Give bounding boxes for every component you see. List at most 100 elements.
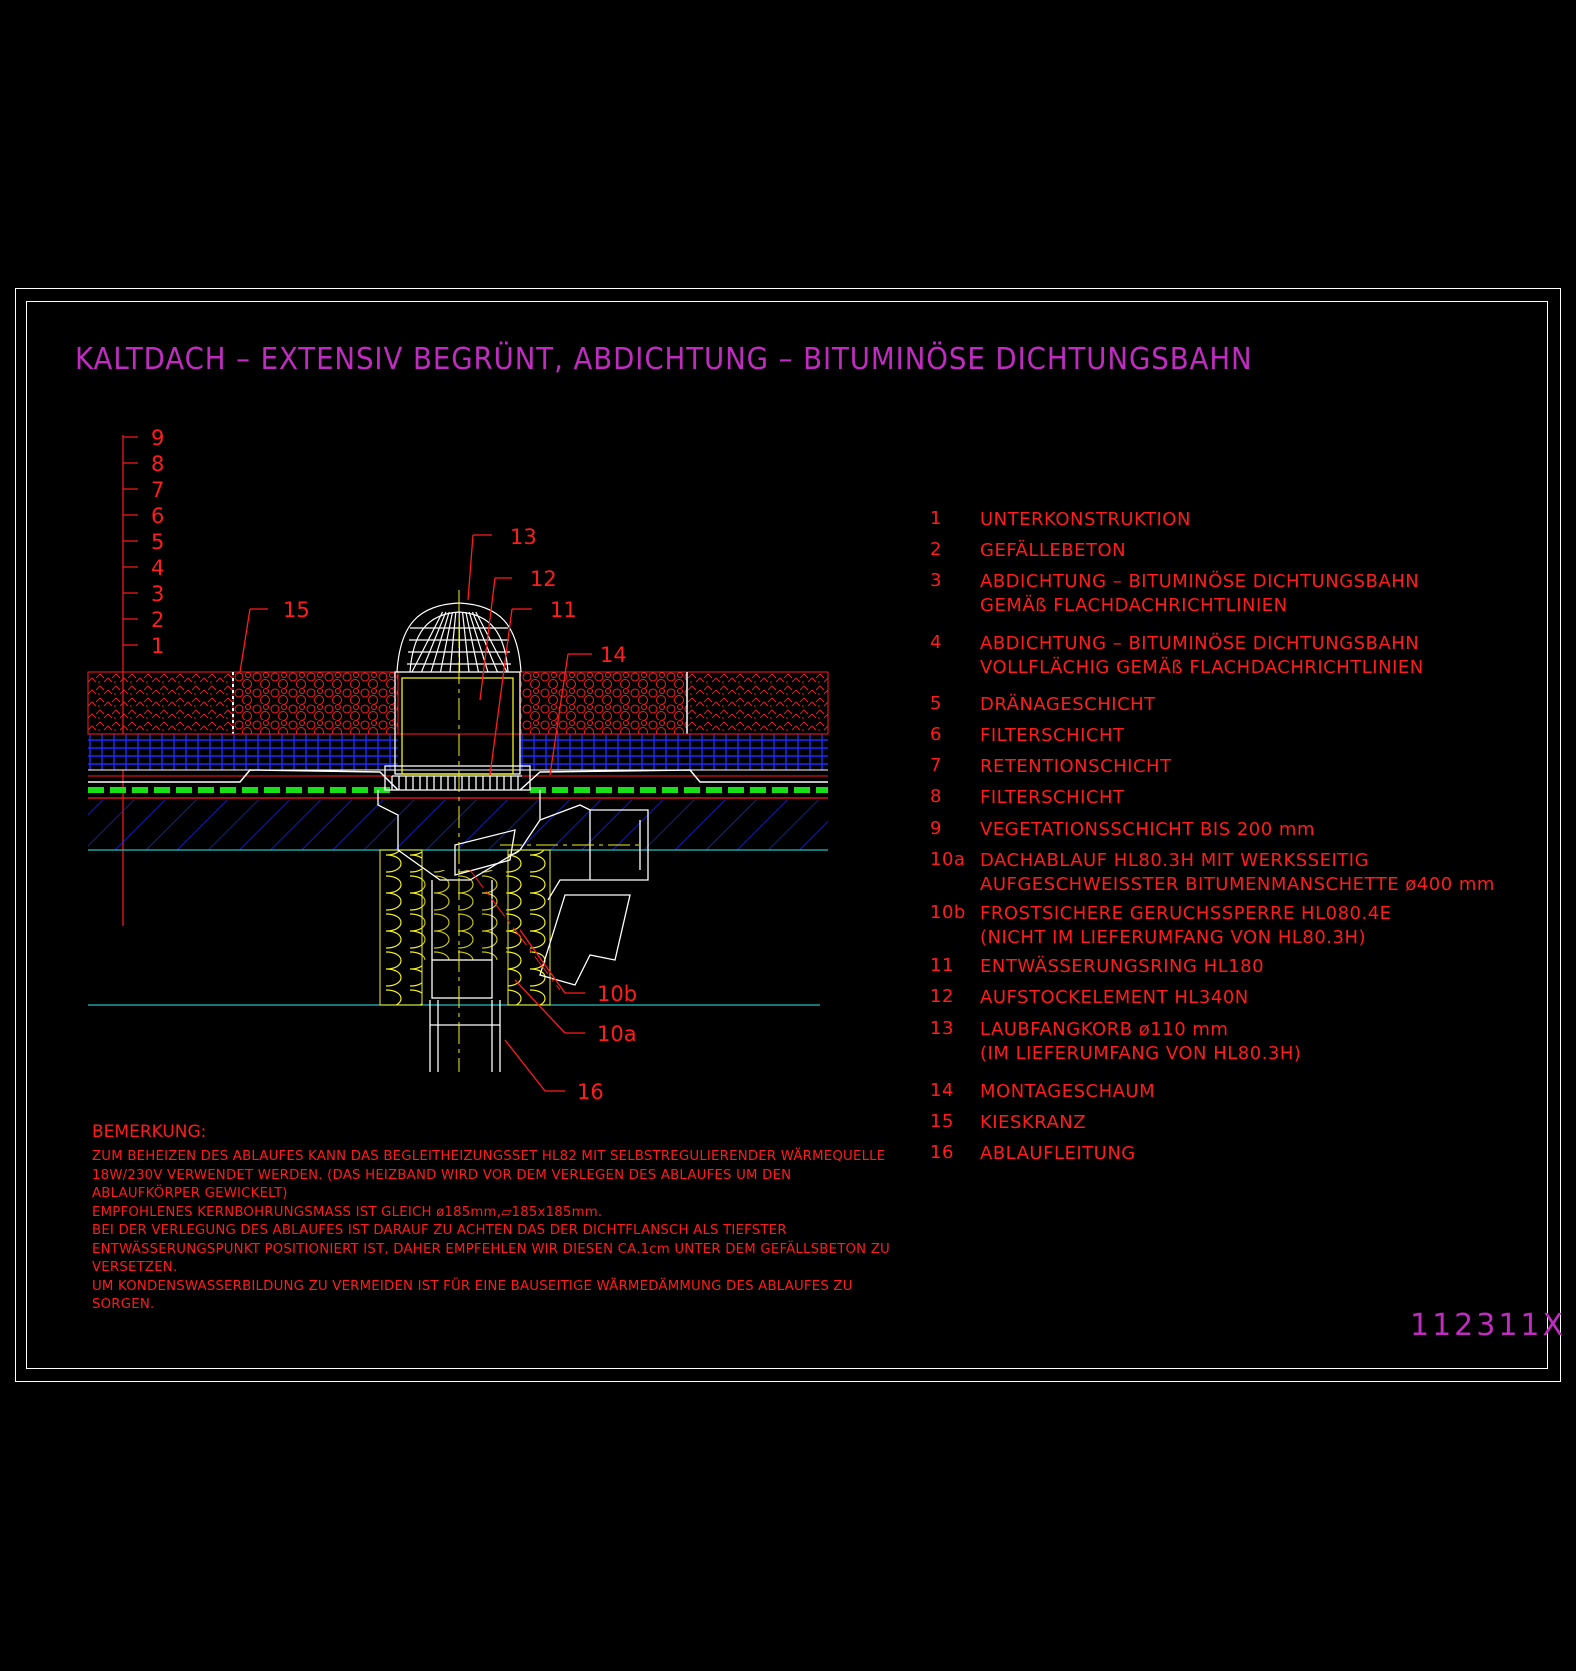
- legend-line: FILTERSCHICHT: [980, 787, 1125, 808]
- remark-line: ZUM BEHEIZEN DES ABLAUFES KANN DAS BEGLE…: [92, 1149, 886, 1164]
- legend-number: 8: [930, 786, 942, 807]
- legend-line: MONTAGESCHAUM: [980, 1081, 1156, 1102]
- leaf-guard-rib: [465, 611, 480, 673]
- leaf-guard-rib: [430, 611, 450, 673]
- vegetation-layer-right: [686, 671, 829, 735]
- remark-line: EMPFOHLENES KERNBOHRUNGSMASS IST GLEICH …: [92, 1204, 603, 1220]
- legend-number: 2: [930, 539, 942, 560]
- remark-line: 18W/230V VERWENDET WERDEN. (DAS HEIZBAND…: [92, 1167, 792, 1183]
- remark-line: ABLAUFKÖRPER GEWICKELT): [92, 1186, 288, 1201]
- legend-line: RETENTIONSCHICHT: [980, 756, 1172, 777]
- callouts: 13 12 11 15 14 10b 10a 16: [283, 525, 637, 1104]
- callout-leaders: [239, 534, 592, 1092]
- drawing-frame-outer: [15, 288, 1561, 1382]
- callout-16: 16: [577, 1080, 604, 1104]
- remark-line: BEI DER VERLEGUNG DES ABLAUFES IST DARAU…: [92, 1223, 787, 1238]
- leaf-guard-rib: [471, 611, 499, 673]
- legend-number: 13: [930, 1018, 954, 1039]
- layer-scale-label: 1: [151, 634, 164, 658]
- callout-10b: 10b: [597, 982, 637, 1006]
- legend-line: DACHABLAUF HL80.3H MIT WERKSSEITIG: [980, 850, 1370, 871]
- layer-scale-label: 4: [151, 556, 164, 580]
- legend-text: DACHABLAUF HL80.3H MIT WERKSSEITIG AUFGES…: [980, 849, 1495, 897]
- leaf-guard-rib: [439, 611, 454, 673]
- slope-concrete: [88, 800, 828, 850]
- layer-scale-label: 3: [151, 582, 164, 606]
- callout-10a: 10a: [597, 1022, 637, 1046]
- legend-text: ENTWÄSSERUNGSRING HL180: [980, 955, 1264, 979]
- remark-heading: BEMERKUNG:: [92, 1122, 207, 1142]
- legend-text: ABDICHTUNG – BITUMINÖSE DICHTUNGSBAHN GEM…: [980, 570, 1419, 618]
- legend-text: DRÄNAGESCHICHT: [980, 693, 1156, 717]
- legend-line: KIESKRANZ: [980, 1112, 1087, 1133]
- drawing-title: KALTDACH – EXTENSIV BEGRÜNT, ABDICHTUNG …: [75, 342, 1253, 377]
- legend-number: 1: [930, 508, 942, 529]
- legend-text: FILTERSCHICHT: [980, 724, 1125, 748]
- legend-number: 6: [930, 724, 942, 745]
- legend-text: MONTAGESCHAUM: [980, 1080, 1155, 1104]
- leaf-guard-rib: [461, 611, 470, 673]
- leaf-guard-rib: [420, 611, 447, 673]
- legend-line: GEFÄLLEBETON: [980, 540, 1127, 561]
- legend-line: AUFGESCHWEISSTER BITUMENMANSCHETTE ø400 …: [980, 874, 1495, 895]
- callout-14: 14: [600, 643, 627, 667]
- legend-line: UNTERKONSTRUKTION: [980, 509, 1191, 530]
- legend-number: 11: [930, 955, 954, 976]
- legend-text: LAUBFANGKORB ø110 mm (IM LIEFERUMFANG VON…: [980, 1018, 1301, 1066]
- legend-number: 3: [930, 570, 942, 591]
- legend-text: GEFÄLLEBETON: [980, 539, 1126, 563]
- legend-line: (NICHT IM LIEFERUMFANG VON HL80.3H): [980, 927, 1367, 948]
- legend-number: 10a: [930, 849, 966, 870]
- drainage-layer-left: [88, 734, 398, 770]
- legend-text: UNTERKONSTRUKTION: [980, 508, 1191, 532]
- legend-line: FROSTSICHERE GERUCHSSPERRE HL080.4E: [980, 903, 1392, 924]
- legend-text: FROSTSICHERE GERUCHSSPERRE HL080.4E (NICH…: [980, 902, 1392, 950]
- legend-text: KIESKRANZ: [980, 1111, 1086, 1135]
- legend-line: ABLAUFLEITUNG: [980, 1143, 1136, 1164]
- layer-scale-label: 2: [151, 608, 164, 632]
- legend-number: 7: [930, 755, 942, 776]
- leaf-guard-rib: [449, 611, 457, 673]
- vegetation-layer-left: [87, 671, 234, 735]
- legend-text: ABLAUFLEITUNG: [980, 1142, 1136, 1166]
- layer-scale-label: 6: [151, 504, 164, 528]
- callout-12: 12: [530, 567, 557, 591]
- remark-line: VERSETZEN.: [92, 1260, 178, 1275]
- legend-text: RETENTIONSCHICHT: [980, 755, 1172, 779]
- legend-line: VOLLFLÄCHIG GEMÄß FLACHDACHRICHTLINIEN: [980, 657, 1424, 678]
- remark-line: SORGEN.: [92, 1297, 155, 1312]
- insulation-left: [379, 849, 423, 1006]
- legend-line: ABDICHTUNG – BITUMINÖSE DICHTUNGSBAHN: [980, 571, 1420, 592]
- callout-13: 13: [510, 525, 537, 549]
- legend-line: ENTWÄSSERUNGSRING HL180: [980, 956, 1265, 977]
- legend-line: AUFSTOCKELEMENT HL340N: [980, 987, 1249, 1008]
- legend-text: VEGETATIONSSCHICHT BIS 200 mm: [980, 818, 1315, 842]
- legend-number: 12: [930, 986, 954, 1007]
- legend-number: 14: [930, 1080, 954, 1101]
- callout-15: 15: [283, 598, 310, 622]
- layer-scale-label: 7: [151, 478, 164, 502]
- legend-number: 10b: [930, 902, 966, 923]
- legend-number: 4: [930, 632, 942, 653]
- legend-line: (IM LIEFERUMFANG VON HL80.3H): [980, 1043, 1302, 1064]
- remark-line: ENTWÄSSERUNGSPUNKT POSITIONIERT IST, DAH…: [92, 1241, 890, 1257]
- remark-line: UM KONDENSWASSERBILDUNG ZU VERMEIDEN IST…: [92, 1278, 853, 1294]
- insulation-right: [507, 849, 551, 1006]
- legend-number: 9: [930, 818, 942, 839]
- remark-text: ZUM BEHEIZEN DES ABLAUFES KANN DAS BEGLE…: [92, 1148, 922, 1315]
- legend-line: GEMÄß FLACHDACHRICHTLINIEN: [980, 595, 1288, 616]
- leaf-guard-rib: [411, 611, 444, 673]
- waterproofing-layers: [88, 769, 828, 799]
- legend-number: 16: [930, 1142, 954, 1163]
- legend-line: LAUBFANGKORB ø110 mm: [980, 1019, 1229, 1040]
- legend-line: DRÄNAGESCHICHT: [980, 694, 1156, 715]
- drawing-frame-inner: [26, 301, 1548, 1369]
- drainage-layer-right: [520, 734, 828, 770]
- legend-number: 5: [930, 693, 942, 714]
- legend-line: FILTERSCHICHT: [980, 725, 1125, 746]
- layer-scale-label: 5: [151, 530, 164, 554]
- legend-number: 15: [930, 1111, 954, 1132]
